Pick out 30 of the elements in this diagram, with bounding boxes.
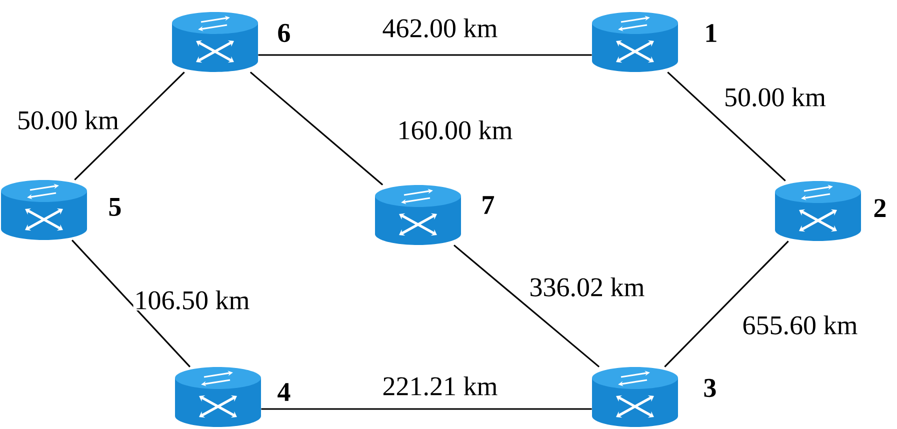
- distance-label: 221.21 km: [381, 375, 499, 397]
- connection-line: [667, 72, 786, 182]
- router-icon: [592, 12, 678, 72]
- connection-line: [258, 54, 592, 56]
- connection-line: [72, 240, 190, 368]
- router-icon: [592, 367, 678, 427]
- connection-line: [74, 72, 185, 180]
- node-number: 3: [704, 378, 716, 398]
- distance-label: 50.00 km: [16, 109, 120, 131]
- router-icon: [175, 367, 261, 427]
- node-number: 4: [278, 383, 290, 401]
- node-number: 7: [482, 196, 494, 214]
- router-icon: [375, 185, 461, 245]
- connection-line: [250, 72, 384, 186]
- router-icon: [775, 181, 861, 241]
- distance-label: 50.00 km: [723, 86, 827, 108]
- connection-line: [261, 408, 592, 410]
- distance-label: 462.00 km: [381, 17, 499, 39]
- node-number: 1: [706, 24, 716, 42]
- router-icon: [172, 12, 258, 72]
- distance-label: 160.00 km: [396, 119, 514, 141]
- distance-label: 336.02 km: [528, 276, 646, 298]
- distance-label: 106.50 km: [133, 289, 251, 311]
- router-icon: [1, 180, 87, 240]
- distance-label: 655.60 km: [741, 314, 859, 336]
- node-number: 6: [278, 24, 290, 42]
- connection-line: [664, 240, 789, 368]
- node-number: 2: [874, 199, 886, 217]
- node-number: 5: [109, 198, 121, 216]
- connection-line: [454, 244, 600, 368]
